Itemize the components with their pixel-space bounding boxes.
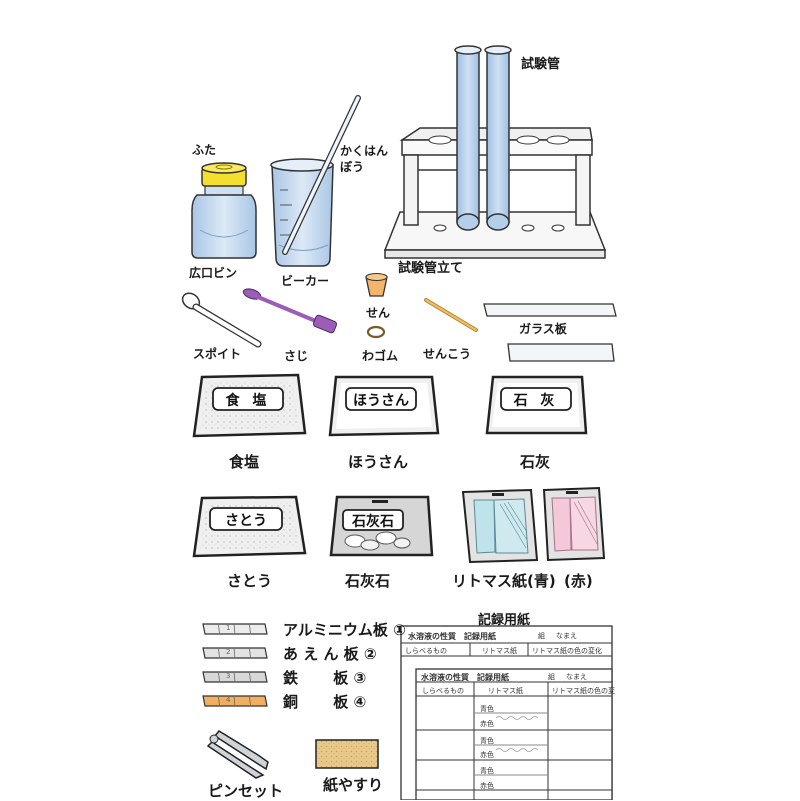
sugar-bag	[192, 495, 307, 558]
lime-bag	[485, 375, 588, 435]
sheet2-col-item: しらべるもの	[422, 687, 464, 695]
metal-plate-number: 4	[226, 696, 231, 704]
rubber-band	[366, 325, 386, 339]
sheet1-col-change: リトマス紙の色の変化	[532, 647, 602, 655]
metal-plate-number: 1	[226, 624, 231, 632]
row3-red: 赤色	[480, 782, 494, 790]
metal-plate-4	[202, 695, 268, 707]
stir-rod-label: かくはん ぼう	[340, 144, 389, 174]
record-sheets	[400, 625, 613, 800]
salt-label: 食塩	[229, 453, 260, 471]
metal-plate-number: 3	[226, 672, 231, 680]
spoon-label: さじ	[284, 349, 309, 363]
rubber-band-label: わゴム	[362, 349, 399, 363]
tweezers-label: ピンセット	[208, 782, 284, 800]
tweezers	[206, 730, 269, 779]
boric-bag	[328, 375, 440, 437]
dropper	[181, 292, 262, 348]
sheet2-col-litmus: リトマス紙	[488, 687, 523, 695]
limestone-label: 石灰石	[345, 572, 391, 590]
metal-plate-number: 2	[226, 648, 231, 656]
row3-blue: 青色	[480, 767, 494, 775]
metal-plate-1	[202, 623, 268, 635]
sheet1-col-litmus: リトマス紙	[482, 647, 517, 655]
sugar-tag: さとう	[225, 513, 267, 529]
record-title: 記録用紙	[478, 613, 531, 628]
stopper	[365, 273, 388, 297]
boric-label: ほうさん	[348, 453, 409, 471]
metal-plate-2	[202, 647, 268, 659]
limestone-tag: 石灰石	[352, 514, 394, 530]
glass-plate-label: ガラス板	[519, 322, 567, 336]
wide-bottle	[191, 162, 257, 259]
metal-plate-label: 鉄 板 ③	[283, 669, 367, 687]
lime-label: 石灰	[520, 453, 551, 471]
test-tubes	[454, 45, 512, 231]
row1-blue: 青色	[480, 705, 494, 713]
stick-label: せんこう	[423, 347, 472, 361]
litmus-red-pack	[542, 486, 606, 562]
sheet1-name: なまえ	[556, 632, 577, 640]
tube-stand	[383, 127, 607, 259]
boric-tag: ほうさん	[353, 393, 409, 409]
row2-blue: 青色	[480, 737, 494, 745]
wide-bottle-label: 広口ビン	[189, 266, 238, 280]
sheet2-col-change: リトマス紙の色の変	[552, 687, 615, 695]
limestone-bag	[329, 495, 434, 557]
spoon	[242, 288, 338, 334]
incense-stick	[424, 298, 478, 332]
test-tube-label: 試験管	[521, 57, 561, 72]
lime-tag: 石 灰	[513, 393, 559, 409]
sheet2-group: 組	[548, 673, 555, 681]
beaker-label: ビーカー	[281, 274, 330, 288]
glass-plates	[483, 303, 617, 362]
row2-red: 赤色	[480, 751, 494, 759]
sheet2-name: なまえ	[566, 673, 587, 681]
metal-plates	[202, 623, 268, 707]
sheet1-group: 組	[538, 632, 545, 640]
lid-label: ふた	[192, 143, 217, 157]
sandpaper	[315, 739, 379, 769]
sandpaper-label: 紙やすり	[323, 776, 384, 794]
litmus-red-label: (赤)	[564, 572, 593, 590]
sugar-label: さとう	[227, 572, 273, 590]
metal-plate-label: 銅 板 ④	[283, 693, 367, 711]
stopper-label: せん	[366, 306, 391, 320]
sheet1-col-item: しらべるもの	[405, 647, 447, 655]
beaker	[270, 95, 361, 267]
metal-plate-3	[202, 671, 268, 683]
salt-tag: 食 塩	[225, 393, 271, 409]
tube-stand-label: 試験管立て	[398, 261, 464, 276]
metal-plate-label: アルミニウム板 ①	[283, 621, 406, 639]
row1-red: 赤色	[480, 720, 494, 728]
litmus-blue-pack	[461, 488, 539, 564]
metal-plate-label: あ え ん 板 ②	[283, 645, 377, 663]
sheet2-header: 水溶液の性質 記録用紙	[421, 673, 509, 682]
dropper-label: スポイト	[193, 347, 242, 361]
sheet1-header: 水溶液の性質 記録用紙	[408, 632, 496, 641]
litmus-blue-label: リトマス紙(青)	[452, 572, 556, 590]
salt-bag	[192, 373, 307, 438]
